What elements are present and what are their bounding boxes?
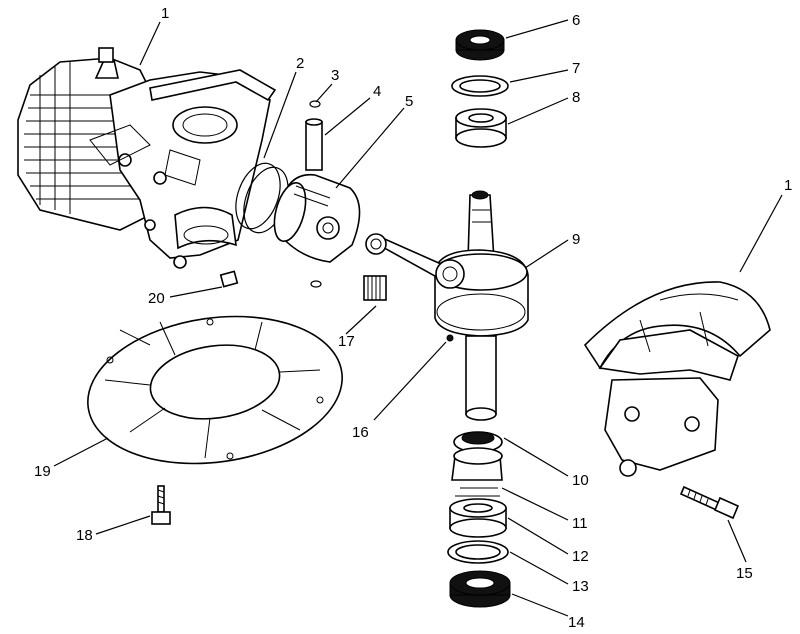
bolt [679,485,740,520]
lower-retaining-ring-13 [447,540,509,564]
callout-10: 10 [572,472,589,489]
upper-oil-seal [455,29,505,61]
callout-labels: 1 2 3 4 5 6 7 8 9 1 10 11 12 13 14 15 16… [34,5,792,631]
callout-20: 20 [148,290,165,307]
callout-5: 5 [405,93,413,110]
base-plate [87,315,343,465]
callout-1-cover: 1 [784,177,792,194]
callout-9: 9 [572,231,580,248]
circlips [309,100,322,288]
callout-6: 6 [572,12,580,29]
lower-oil-seal-10 [453,431,503,453]
callout-7: 7 [572,60,580,77]
crankcase-cover [583,281,771,477]
lower-ball-bearing-12 [449,498,507,538]
callout-8: 8 [572,89,580,106]
callout-19: 19 [34,463,51,480]
lower-oil-seal-14 [449,570,511,608]
dowel-pin [219,270,239,288]
callout-4: 4 [373,83,381,100]
connecting-rod [365,233,465,289]
needle-bearing [363,275,387,301]
callout-17: 17 [338,333,355,350]
callout-11: 11 [572,515,588,532]
crankshaft [434,190,529,421]
upper-ball-bearing [455,108,507,148]
callout-16: 16 [352,424,369,441]
callout-13: 13 [572,578,589,595]
leader-lines [53,19,783,617]
wrist-pin [305,118,323,171]
piston [273,173,361,263]
upper-retaining-ring [451,75,509,97]
callout-1: 1 [161,5,169,22]
callout-14: 14 [568,614,585,631]
engine-block-crankcase [17,47,277,269]
callout-18: 18 [76,527,93,544]
lower-retainer-11 [451,447,503,497]
callout-12: 12 [572,548,589,565]
callout-2: 2 [296,55,304,72]
ball [446,334,454,342]
callout-15: 15 [736,565,753,582]
callout-3: 3 [331,67,339,84]
screw [151,485,171,525]
